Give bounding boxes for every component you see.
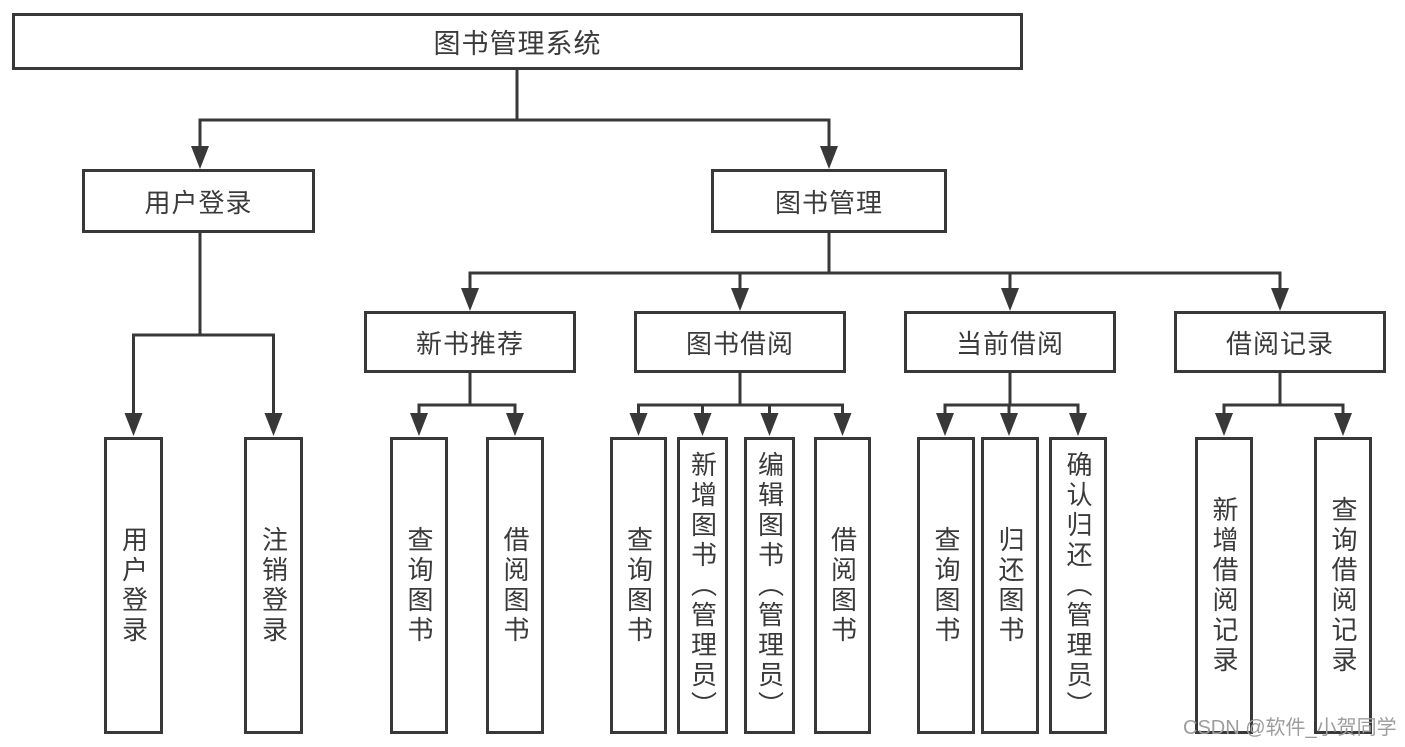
leaf-return-books: 归还图书 bbox=[981, 437, 1039, 734]
leaf-label: 查询借阅记录 bbox=[1328, 495, 1358, 676]
connector-borrow-rail bbox=[637, 403, 844, 419]
leaf-borrow-books: 借阅图书 bbox=[814, 437, 871, 734]
node-label: 当前借阅 bbox=[955, 328, 1064, 359]
node-label: 图书管理 bbox=[774, 187, 883, 218]
leaf-logout: 注销登录 bbox=[244, 437, 303, 734]
connector-newbook-rail bbox=[417, 403, 517, 419]
leaf-label: 借阅图书 bbox=[500, 525, 530, 646]
leaf-label: 注销登录 bbox=[258, 525, 289, 646]
node-new-book-recommendation: 新书推荐 bbox=[364, 311, 576, 373]
leaf-edit-books-admin: 编辑图书（管理员） bbox=[744, 437, 795, 734]
connector-current-rail bbox=[943, 403, 1080, 419]
leaf-label: 确认归还（管理员） bbox=[1063, 450, 1093, 721]
leaf-label: 查询图书 bbox=[931, 525, 961, 646]
node-user-login: 用户登录 bbox=[82, 169, 315, 233]
connector-level3-rail bbox=[468, 271, 1282, 292]
node-label: 图书管理系统 bbox=[433, 29, 602, 59]
leaf-query-books-recommend: 查询图书 bbox=[390, 437, 448, 734]
leaf-add-books-admin: 新增图书（管理员） bbox=[677, 437, 728, 734]
node-current-borrowing: 当前借阅 bbox=[904, 311, 1116, 373]
node-label: 用户登录 bbox=[144, 187, 253, 218]
node-label: 借阅记录 bbox=[1225, 328, 1334, 359]
node-label: 新书推荐 bbox=[415, 328, 524, 359]
leaf-user-login: 用户登录 bbox=[104, 437, 163, 734]
leaf-query-borrow-record: 查询借阅记录 bbox=[1314, 437, 1372, 734]
leaf-borrow-books-recommend: 借阅图书 bbox=[486, 437, 544, 734]
node-label: 图书借阅 bbox=[685, 328, 794, 359]
connector-records-rail bbox=[1222, 403, 1345, 419]
leaf-label: 新增借阅记录 bbox=[1209, 495, 1239, 676]
leaf-label: 用户登录 bbox=[118, 525, 149, 646]
node-library-management-system: 图书管理系统 bbox=[12, 13, 1023, 70]
node-book-management: 图书管理 bbox=[711, 169, 947, 233]
node-book-borrowing: 图书借阅 bbox=[634, 311, 846, 373]
leaf-query-books-borrow: 查询图书 bbox=[610, 437, 667, 734]
leaf-label: 编辑图书（管理员） bbox=[754, 450, 785, 721]
leaf-add-borrow-record: 新增借阅记录 bbox=[1195, 437, 1253, 734]
leaf-label: 查询图书 bbox=[404, 525, 434, 646]
leaf-label: 借阅图书 bbox=[827, 525, 858, 646]
leaf-label: 查询图书 bbox=[623, 525, 654, 646]
node-borrowing-records: 借阅记录 bbox=[1174, 311, 1386, 373]
csdn-watermark: CSDN @软件_小贺同学 bbox=[1183, 717, 1397, 739]
leaf-label: 新增图书（管理员） bbox=[687, 450, 718, 721]
connector-level2-rail bbox=[198, 118, 831, 150]
arrowheads bbox=[124, 146, 1352, 436]
connector-userleaves-rail bbox=[132, 333, 275, 419]
leaf-label: 归还图书 bbox=[995, 525, 1025, 646]
leaf-query-books-current: 查询图书 bbox=[917, 437, 975, 734]
leaf-confirm-return-admin: 确认归还（管理员） bbox=[1049, 437, 1107, 734]
